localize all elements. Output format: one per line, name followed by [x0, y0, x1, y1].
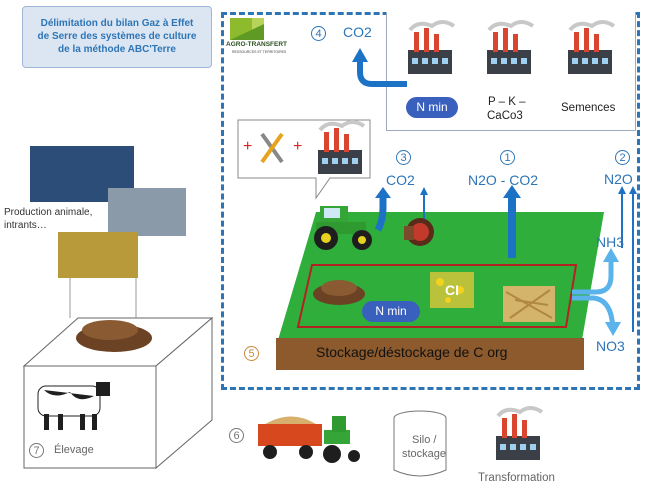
tools-icon	[260, 132, 284, 164]
nmin-top-label: N min	[406, 97, 458, 118]
no3-label: NO3	[596, 338, 625, 354]
co2-top-arrowhead	[352, 48, 368, 62]
factory-transformation-icon	[494, 406, 544, 462]
feed-photo	[58, 232, 138, 278]
factory-nmin-icon	[406, 20, 456, 76]
marker-6: 6	[229, 428, 244, 443]
intrants-label: intrants…	[4, 220, 47, 231]
manure-box-icon	[76, 320, 152, 352]
logo-name: AGRO-TRANSFERT	[226, 41, 288, 48]
top-co2-label: CO2	[343, 24, 372, 40]
stockage-label: Stockage/déstockage de C org	[316, 344, 508, 360]
silo-icon	[393, 410, 447, 477]
logo: AGRO-TRANSFERT RESSOURCES ET TERRITOIRES	[224, 16, 294, 58]
silo-label-1: Silo /	[412, 434, 437, 446]
production-label-box: Production animale, intrants…	[4, 206, 108, 232]
logo-icon	[230, 18, 264, 40]
manure-icon	[313, 280, 365, 305]
silo-label-2: stockage	[402, 448, 447, 460]
seeder-icon	[404, 218, 434, 246]
marker-5: 5	[244, 346, 259, 361]
title-line-1: Délimitation du bilan Gaz à Effet	[40, 18, 194, 29]
soil-zone	[296, 264, 578, 328]
co2-label-3: CO2	[386, 172, 415, 188]
n2o-label: N2O	[604, 171, 633, 187]
n2o-co2-arrowhead	[503, 185, 521, 198]
nh3-label: NH3	[596, 234, 625, 250]
cow-icon	[37, 382, 110, 430]
pk-label: P – K –	[488, 96, 526, 108]
soil-block	[276, 338, 584, 370]
nmin-field-label: N min	[362, 301, 420, 322]
silo-photo	[108, 188, 186, 236]
co2-3-arrowhead	[375, 187, 391, 198]
marker-7: 7	[29, 443, 44, 458]
co2-3-arrow	[374, 196, 387, 232]
cover-crop-image	[430, 272, 474, 308]
co2-top-arrow	[357, 60, 407, 87]
caco3-label: CaCo3	[487, 110, 523, 122]
title-line-2: de Serre des systèmes de culture	[37, 31, 197, 42]
bubble-plus-2: +	[293, 138, 303, 155]
marker-3: 3	[396, 150, 411, 165]
nh3-arrow	[572, 260, 614, 295]
marker-1: 1	[500, 150, 515, 165]
title-line-3: de la méthode ABC'Terre	[58, 44, 176, 55]
semences-label: Semences	[561, 102, 616, 114]
transformation-label: Transformation	[478, 472, 555, 484]
tractor-icon	[314, 206, 372, 250]
title-box: Délimitation du bilan Gaz à Effet de Ser…	[22, 6, 212, 68]
elevage-label: Élevage	[54, 444, 94, 456]
logo-tagline: RESSOURCES ET TERRITOIRES	[232, 50, 287, 54]
factory-pk-icon	[485, 20, 535, 76]
no3-arrow	[572, 295, 616, 327]
marker-2: 2	[615, 150, 630, 165]
bubble-plus-1: +	[243, 138, 253, 155]
ci-label: CI	[445, 282, 459, 298]
factory-semences-icon	[566, 20, 616, 76]
n2o-co2-label: N2O - CO2	[468, 172, 539, 188]
production-label: Production animale,	[4, 207, 93, 218]
trailer-tractor-icon	[258, 416, 360, 463]
marker-4: 4	[311, 26, 326, 41]
